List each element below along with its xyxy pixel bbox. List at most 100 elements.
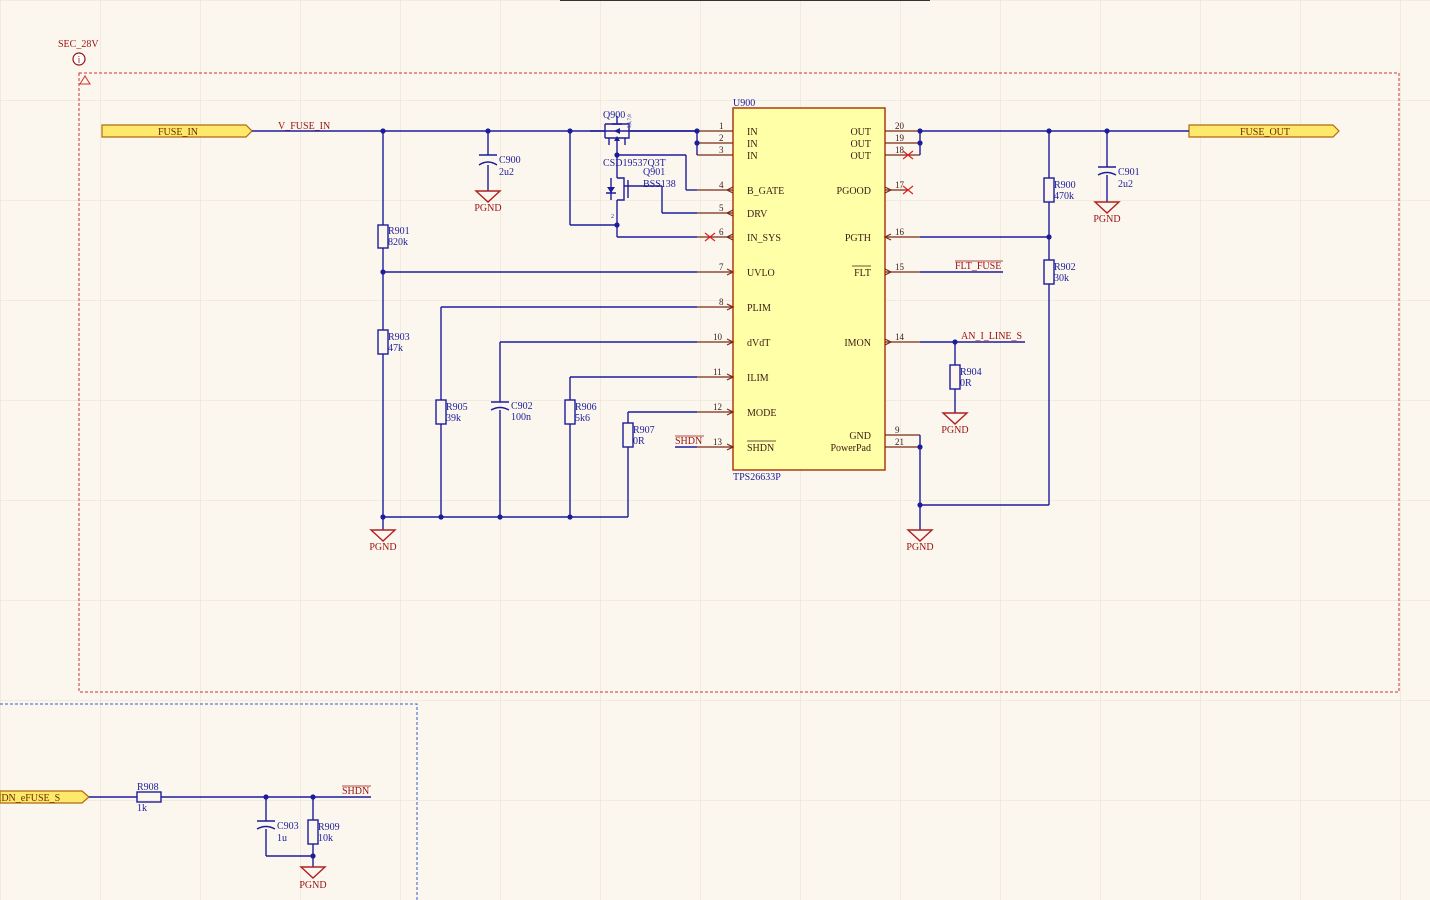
svg-text:2u2: 2u2 <box>499 167 514 178</box>
svg-text:9: 9 <box>895 425 900 435</box>
pgnd-ic-gnd[interactable]: PGND <box>906 529 934 553</box>
svg-text:7: 7 <box>719 262 724 272</box>
mosfet-q901[interactable]: Q901 BSS138 2 <box>606 167 676 220</box>
svg-text:R902: R902 <box>1054 262 1076 273</box>
ic-right-pins <box>883 130 920 448</box>
resistor-r902[interactable]: R902 30k <box>1043 259 1076 285</box>
svg-text:1k: 1k <box>137 803 147 814</box>
net-label-shdn-lower[interactable]: SHDN <box>342 786 369 797</box>
no-connect-icon <box>902 150 914 160</box>
svg-text:R904: R904 <box>960 367 982 378</box>
svg-text:PowerPad: PowerPad <box>830 443 871 454</box>
room-marker[interactable]: i SEC_28V <box>58 39 99 85</box>
svg-text:1u: 1u <box>277 833 287 844</box>
resistor-r908[interactable]: R908 1k <box>136 782 162 814</box>
svg-text:15: 15 <box>895 262 905 272</box>
svg-text:Q900: Q900 <box>603 110 625 121</box>
svg-text:3: 3 <box>719 145 724 155</box>
svg-text:R908: R908 <box>137 782 159 793</box>
svg-text:100n: 100n <box>511 412 531 423</box>
capacitor-c902[interactable]: C902 100n <box>490 401 533 423</box>
pgnd-c901[interactable]: PGND <box>1093 201 1121 225</box>
svg-text:39k: 39k <box>446 413 461 424</box>
svg-text:PGOOD: PGOOD <box>837 186 871 197</box>
svg-text:PGTH: PGTH <box>845 233 871 244</box>
pgnd-c900[interactable]: PGND <box>474 190 502 214</box>
resistor-r900[interactable]: R900 470k <box>1043 177 1076 203</box>
net-label-an-i-line[interactable]: AN_I_LINE_S <box>961 331 1022 342</box>
svg-text:47k: 47k <box>388 343 403 354</box>
mosfet-q900[interactable]: Q900 CSD19537Q3T 5,6,7,8 <box>590 110 697 169</box>
resistor-r905[interactable]: R905 39k <box>435 399 468 425</box>
svg-text:18: 18 <box>895 145 905 155</box>
svg-text:0R: 0R <box>960 378 972 389</box>
pgnd-left-bus[interactable]: PGND <box>369 529 397 553</box>
capacitor-c901[interactable]: C901 2u2 <box>1097 166 1140 190</box>
svg-text:IN_SYS: IN_SYS <box>747 233 781 244</box>
svg-text:6: 6 <box>719 227 724 237</box>
ic-right-pin-numbers: 20 19 18 17 16 15 14 9 21 <box>895 121 905 447</box>
resistor-r909[interactable]: R909 10k <box>307 819 340 845</box>
resistor-r903[interactable]: R903 47k <box>377 329 410 355</box>
resistor-r906[interactable]: R906 5k6 <box>564 399 597 425</box>
ic-body[interactable] <box>732 107 886 471</box>
svg-text:OUT: OUT <box>850 139 871 150</box>
net-label-v-fuse-in[interactable]: V_FUSE_IN <box>278 121 330 132</box>
svg-text:Q901: Q901 <box>643 167 665 178</box>
svg-text:PGND: PGND <box>369 542 396 553</box>
svg-text:IDN_eFUSE_S: IDN_eFUSE_S <box>0 793 60 804</box>
svg-text:i: i <box>78 55 81 65</box>
svg-text:PLIM: PLIM <box>747 303 771 314</box>
capacitor-c903[interactable]: C903 1u <box>256 820 299 844</box>
net-label-shdn[interactable]: SHDN <box>675 436 702 447</box>
port-fuse-in[interactable]: FUSE_IN <box>101 124 253 138</box>
svg-text:GND: GND <box>849 431 871 442</box>
pgnd-lower[interactable]: PGND <box>299 866 327 891</box>
no-connect-markers <box>704 150 914 242</box>
net-label-flt-fuse[interactable]: FLT_FUSE <box>955 261 1001 272</box>
wires <box>89 130 1189 867</box>
no-connect-icon <box>902 185 914 195</box>
resistor-r901[interactable]: R901 820k <box>377 224 410 249</box>
svg-text:820k: 820k <box>388 237 408 248</box>
svg-text:10k: 10k <box>318 833 333 844</box>
svg-text:R907: R907 <box>633 425 655 436</box>
ic-part-number: TPS26633P <box>733 472 781 483</box>
svg-text:17: 17 <box>895 180 905 190</box>
resistor-r907[interactable]: R907 0R <box>622 422 655 448</box>
room-boundary[interactable] <box>78 72 1400 693</box>
sub-sheet-boundary[interactable] <box>0 703 418 900</box>
svg-text:FUSE_OUT: FUSE_OUT <box>1240 127 1290 138</box>
svg-text:ILIM: ILIM <box>747 373 769 384</box>
svg-text:10: 10 <box>713 332 723 342</box>
resistor-r904[interactable]: R904 0R <box>949 364 982 390</box>
port-fuse-out[interactable]: FUSE_OUT <box>1188 124 1340 138</box>
port-shdn-in[interactable]: IDN_eFUSE_S <box>0 790 90 804</box>
svg-text:2: 2 <box>611 214 614 220</box>
svg-text:IN: IN <box>747 139 758 150</box>
svg-text:PGND: PGND <box>906 542 933 553</box>
svg-text:R905: R905 <box>446 402 468 413</box>
svg-text:UVLO: UVLO <box>747 268 775 279</box>
svg-text:2u2: 2u2 <box>1118 179 1133 190</box>
svg-text:R901: R901 <box>388 226 410 237</box>
ic-left-pin-names: IN IN IN B_GATE DRV IN_SYS UVLO PLIM dVd… <box>747 127 784 454</box>
pgnd-r904[interactable]: PGND <box>941 412 969 436</box>
svg-text:5k6: 5k6 <box>575 413 590 424</box>
capacitor-c900[interactable]: C900 2u2 <box>478 154 521 178</box>
room-label: SEC_28V <box>58 39 99 50</box>
no-connect-icon <box>704 232 716 242</box>
svg-text:CSD19537Q3T: CSD19537Q3T <box>603 158 666 169</box>
svg-text:R903: R903 <box>388 332 410 343</box>
ic-right-pin-names: OUT OUT OUT PGOOD PGTH FLT IMON GND Powe… <box>830 127 871 454</box>
svg-text:5,6,7,8: 5,6,7,8 <box>628 114 633 128</box>
svg-text:16: 16 <box>895 227 905 237</box>
ic-u900[interactable]: U900 TPS26633P <box>697 98 920 483</box>
svg-text:C900: C900 <box>499 155 521 166</box>
svg-text:PGND: PGND <box>299 880 326 891</box>
svg-text:IN: IN <box>747 127 758 138</box>
svg-text:IN: IN <box>747 151 758 162</box>
svg-text:SHDN: SHDN <box>747 443 774 454</box>
svg-text:R906: R906 <box>575 402 597 413</box>
